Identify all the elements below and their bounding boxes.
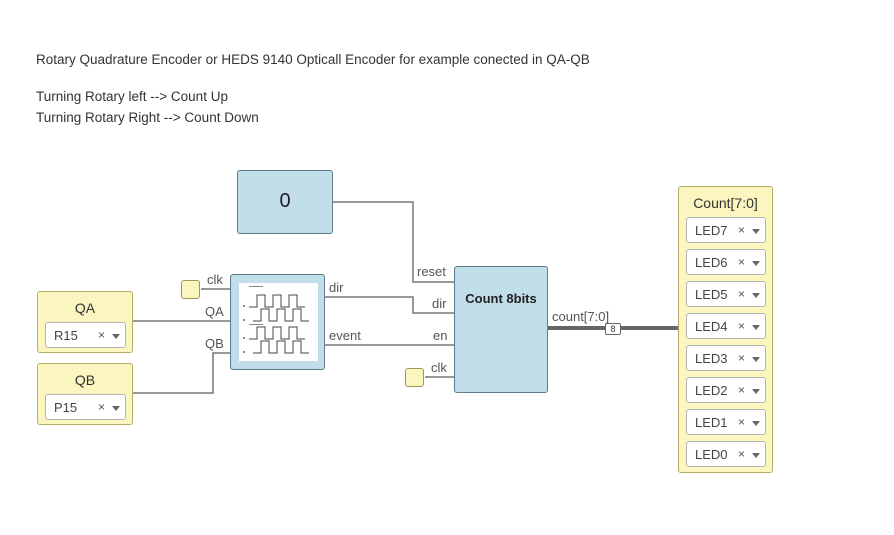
decoder-clk-input[interactable] [181, 280, 200, 299]
counter-block[interactable]: Count 8bits [454, 266, 548, 393]
output-pin-select-led4[interactable]: LED4 × [686, 313, 766, 339]
input-qa-title: QA [74, 300, 96, 316]
clear-icon[interactable]: × [738, 287, 746, 301]
output-pin-select-led0[interactable]: LED0 × [686, 441, 766, 467]
counter-en-label: en [433, 328, 448, 343]
clear-icon[interactable]: × [738, 447, 746, 461]
chevron-down-icon[interactable] [752, 389, 760, 394]
chevron-down-icon[interactable] [752, 293, 760, 298]
output-pin-value: LED1 [695, 415, 728, 430]
description-line-3: Turning Rotary Right --> Count Down [36, 110, 259, 125]
counter-clk-input[interactable] [405, 368, 424, 387]
counter-reset-label: reset [417, 264, 446, 279]
chevron-down-icon[interactable] [752, 421, 760, 426]
output-pin-select-led3[interactable]: LED3 × [686, 345, 766, 371]
clear-icon[interactable]: × [738, 223, 746, 237]
counter-title: Count 8bits [465, 291, 537, 306]
output-title: Count[7:0] [693, 195, 758, 211]
description-line-2: Turning Rotary left --> Count Up [36, 89, 228, 104]
bus-label: count[7:0] [552, 309, 610, 324]
decoder-clk-label: clk [207, 272, 223, 287]
output-pin-value: LED2 [695, 383, 728, 398]
description-line-1: Rotary Quadrature Encoder or HEDS 9140 O… [36, 52, 590, 67]
clear-icon[interactable]: × [738, 319, 746, 333]
output-pin-select-led2[interactable]: LED2 × [686, 377, 766, 403]
decoder-qb-label: QB [205, 336, 224, 351]
chevron-down-icon[interactable] [752, 453, 760, 458]
chevron-down-icon[interactable] [752, 325, 760, 330]
output-pin-select-led6[interactable]: LED6 × [686, 249, 766, 275]
output-pin-select-led1[interactable]: LED1 × [686, 409, 766, 435]
decoder-qa-label: QA [205, 304, 224, 319]
output-pin-value: LED5 [695, 287, 728, 302]
chevron-down-icon[interactable] [752, 229, 760, 234]
input-qb-title: QB [74, 372, 96, 388]
chevron-down-icon[interactable] [112, 334, 120, 339]
output-count[interactable]: Count[7:0] LED7×LED6×LED5×LED4×LED3×LED2… [678, 186, 773, 473]
output-pin-value: LED7 [695, 223, 728, 238]
clear-icon[interactable]: × [738, 351, 746, 365]
output-pin-select-led5[interactable]: LED5 × [686, 281, 766, 307]
clear-icon[interactable]: × [738, 383, 746, 397]
input-qb[interactable]: QB P15 × [37, 363, 133, 425]
wire-qb [133, 352, 230, 394]
chevron-down-icon[interactable] [752, 261, 760, 266]
clear-icon[interactable]: × [98, 328, 106, 342]
input-qa-pin-value: R15 [54, 328, 78, 343]
output-pin-value: LED4 [695, 319, 728, 334]
quadrature-decoder-block[interactable] [230, 274, 325, 370]
clear-icon[interactable]: × [738, 415, 746, 429]
constant-block[interactable]: 0 [237, 170, 333, 234]
input-qa[interactable]: QA R15 × [37, 291, 133, 353]
waveform-icon [239, 283, 318, 361]
chevron-down-icon[interactable] [112, 406, 120, 411]
output-pin-value: LED6 [695, 255, 728, 270]
chevron-down-icon[interactable] [752, 357, 760, 362]
output-pin-select-led7[interactable]: LED7 × [686, 217, 766, 243]
counter-clk-label: clk [431, 360, 447, 375]
input-qa-pin-select[interactable]: R15 × [45, 322, 126, 348]
clear-icon[interactable]: × [98, 400, 106, 414]
clear-icon[interactable]: × [738, 255, 746, 269]
input-qb-pin-select[interactable]: P15 × [45, 394, 126, 420]
counter-dir-label: dir [432, 296, 447, 311]
decoder-event-label: event [329, 328, 361, 343]
decoder-dir-label: dir [329, 280, 344, 295]
wire-constant-to-reset [333, 201, 454, 283]
output-pin-value: LED0 [695, 447, 728, 462]
constant-value: 0 [279, 190, 291, 212]
input-qb-pin-value: P15 [54, 400, 78, 415]
wire-dir [325, 296, 454, 314]
output-pin-value: LED3 [695, 351, 728, 366]
bus-width-badge: 8 [605, 323, 621, 335]
